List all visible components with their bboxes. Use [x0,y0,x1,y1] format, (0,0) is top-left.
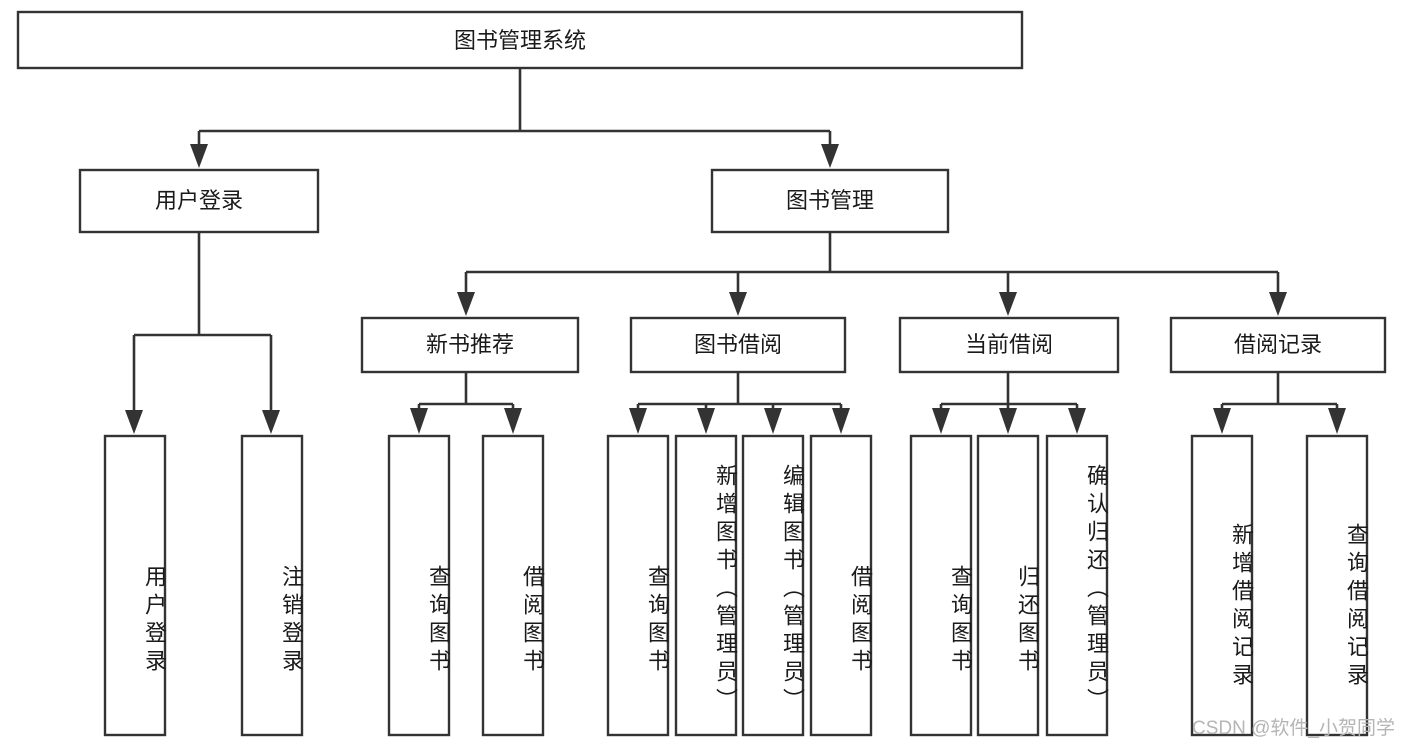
node-borrow-record-label: 借阅记录 [1234,332,1322,357]
connector-group-book-borrow [629,372,850,434]
node-root-label: 图书管理系统 [454,28,586,53]
leaf-box-user-login-1[interactable] [103,434,167,737]
arrow-current-borrow-leaf-1 [932,408,950,434]
arrow-new-book-leaf-2 [504,408,522,434]
arrow-book-borrow-leaf-2 [697,408,715,434]
leaf-box-book-borrow-4[interactable] [809,434,873,737]
arrow-book-mgmt-to-borrow-record [1269,292,1287,316]
connector-group-book-mgmt [457,232,1287,316]
node-user-login-label: 用户登录 [155,188,243,213]
node-book-borrow[interactable] [629,316,847,374]
node-borrow-record[interactable] [1169,316,1387,374]
node-current-borrow[interactable] [898,316,1120,374]
node-new-book-recommend-label: 新书推荐 [426,332,514,357]
leaf-box-new-book-2[interactable] [481,434,545,737]
node-root[interactable] [16,10,1024,70]
node-new-book-recommend[interactable] [360,316,580,374]
arrow-current-borrow-leaf-3 [1068,408,1086,434]
connector-group-user-login [125,232,280,434]
leaf-box-current-borrow-2[interactable] [976,434,1040,737]
leaf-box-book-borrow-1[interactable] [606,434,670,737]
arrow-book-mgmt-to-new-book [457,292,475,316]
arrow-book-mgmt-to-current-borrow [999,292,1017,316]
leaf-box-current-borrow-1[interactable] [909,434,973,737]
arrow-new-book-leaf-1 [410,408,428,434]
arrow-book-borrow-leaf-4 [832,408,850,434]
node-book-management[interactable] [710,168,950,234]
leaf-box-current-borrow-3[interactable] [1045,434,1109,737]
leaf-box-borrow-record-2[interactable] [1305,434,1369,737]
leaf-box-book-borrow-3[interactable] [741,434,805,737]
connector-group-borrow-record [1213,372,1346,434]
connector-group-root [190,68,839,168]
connector-group-current-borrow [932,372,1086,434]
node-book-management-label: 图书管理 [786,188,874,213]
arrow-borrow-record-leaf-1 [1213,408,1231,434]
arrow-book-mgmt-to-book-borrow [729,292,747,316]
arrow-book-borrow-leaf-3 [764,408,782,434]
connector-group-new-book [410,372,522,434]
arrow-user-login-leaf-1 [125,410,143,434]
leaf-box-book-borrow-2[interactable] [674,434,738,737]
arrow-user-login-leaf-2 [262,410,280,434]
node-current-borrow-label: 当前借阅 [965,332,1053,357]
node-book-borrow-label: 图书借阅 [694,332,782,357]
arrow-root-to-book-mgmt [821,144,839,168]
arrow-borrow-record-leaf-2 [1328,408,1346,434]
arrow-root-to-user-login [190,144,208,168]
arrow-current-borrow-leaf-2 [999,408,1017,434]
leaf-box-new-book-1[interactable] [387,434,451,737]
leaf-box-borrow-record-1[interactable] [1190,434,1254,737]
arrow-book-borrow-leaf-1 [629,408,647,434]
node-user-login[interactable] [78,168,320,234]
csdn-watermark: CSDN @软件_小贺同学 [1192,718,1395,739]
leaf-box-user-login-2[interactable] [240,434,304,737]
